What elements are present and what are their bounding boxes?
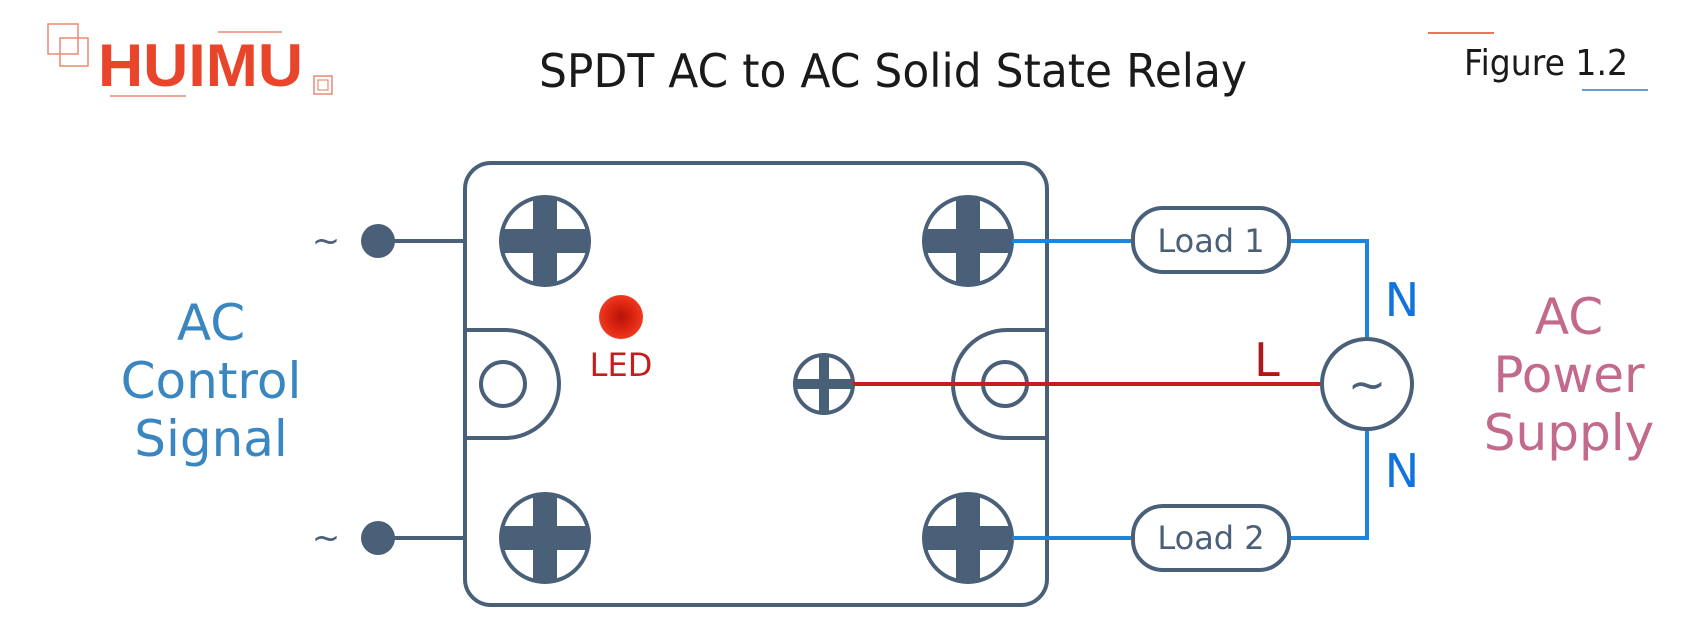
logo: HUIMU	[47, 23, 333, 99]
led-indicator	[599, 295, 643, 339]
page-title: SPDT AC to AC Solid State Relay	[539, 44, 1247, 98]
load-circuit: Load 1 Load 2 ~ N N L	[853, 206, 1419, 572]
figure-text: Figure 1.2	[1464, 43, 1628, 84]
load-1-label: Load 1	[1157, 222, 1264, 260]
n-label-bottom: N	[1385, 444, 1419, 498]
tilde-top: ~	[312, 221, 341, 261]
ac-control-signal-label: AC Control Signal	[121, 294, 302, 468]
control-label-line2: Control	[121, 352, 302, 410]
load-2-label: Load 2	[1157, 519, 1264, 557]
figure-label: Figure 1.2	[1428, 32, 1648, 91]
screw-terminal-output-bottom	[922, 492, 1014, 584]
l-label: L	[1254, 333, 1280, 387]
logo-square-1	[47, 23, 79, 55]
screw-terminal-input-bottom	[499, 492, 591, 584]
power-label-line3: Supply	[1484, 404, 1654, 462]
screw-terminal-input-top	[499, 195, 591, 287]
mount-tab-left	[465, 328, 561, 440]
mount-hole-left	[479, 360, 527, 408]
load-1: Load 1	[1131, 206, 1291, 274]
power-label-line1: AC	[1535, 288, 1603, 346]
logo-text: HUIMU	[98, 32, 303, 99]
logo-square-4	[317, 79, 329, 91]
control-input-bottom: ~	[312, 518, 500, 558]
ac-source: ~	[1320, 337, 1414, 431]
tilde-bottom: ~	[312, 518, 341, 558]
logo-square-3	[313, 75, 333, 95]
power-label-line2: Power	[1493, 346, 1645, 404]
control-label-line3: Signal	[134, 410, 288, 468]
control-input-top: ~	[312, 221, 500, 261]
logo-square-2	[59, 37, 89, 67]
n-label-top: N	[1385, 273, 1419, 327]
led-label: LED	[590, 346, 653, 384]
control-label-line1: AC	[177, 294, 245, 352]
screw-terminal-output-top	[922, 195, 1014, 287]
ac-source-symbol: ~	[1348, 357, 1387, 411]
load-2: Load 2	[1131, 504, 1291, 572]
screw-terminal-common	[793, 353, 855, 415]
ac-power-supply-label: AC Power Supply	[1484, 288, 1654, 462]
relay-body: LED	[463, 161, 1049, 607]
